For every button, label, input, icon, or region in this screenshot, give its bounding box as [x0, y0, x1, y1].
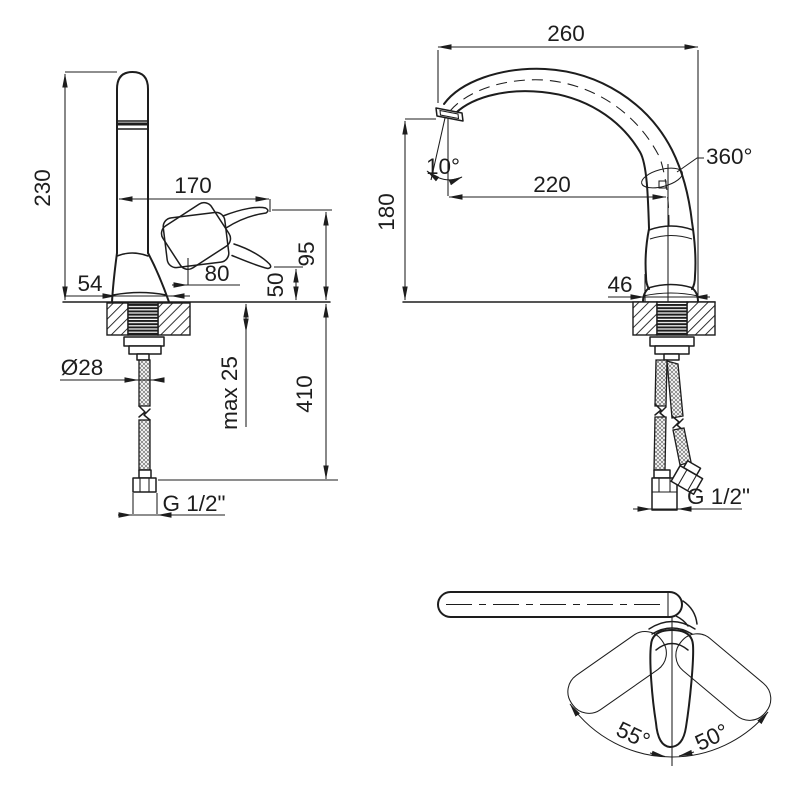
front-view: 230 170 80 54 95 50 Ø28 max 25 410 G 1/2… [30, 71, 338, 518]
dim-55deg: 55° [612, 717, 653, 754]
dim-230: 230 [30, 169, 55, 207]
hose-vertical-upper [654, 359, 668, 407]
body-collar-arc-2 [649, 234, 693, 240]
hose-angled-end [670, 459, 704, 496]
dim-95: 95 [294, 241, 319, 266]
dim-180: 180 [374, 193, 399, 231]
hose-angled-upper [666, 360, 684, 419]
hose-angled-nut [670, 464, 704, 496]
dim-54: 54 [77, 271, 102, 296]
swing-arrow-center-left [649, 750, 666, 758]
dim-46: 46 [607, 272, 632, 297]
spout-tube-top [437, 591, 683, 618]
handle-hub-up [160, 201, 232, 271]
dim-260: 260 [547, 21, 585, 46]
spout-aerator [439, 109, 460, 120]
hose-lower [138, 419, 151, 471]
hose-angled-nut-facets [677, 469, 698, 492]
dim-220: 220 [533, 172, 571, 197]
dim-80: 80 [204, 261, 229, 286]
ext-lines-260 [437, 50, 699, 302]
leader-360 [676, 157, 704, 173]
spout-inner-curve [451, 90, 650, 229]
washer-1-side [649, 336, 695, 347]
dim-g12-side: G 1/2" [687, 484, 750, 509]
hose-break [138, 405, 151, 421]
deck-hatch-right-side [686, 301, 716, 336]
dim-410: 410 [292, 375, 317, 413]
washer-2 [128, 345, 162, 355]
spout-column [116, 71, 149, 254]
handle-ghost-right [675, 633, 772, 721]
deck-hatch-right [157, 302, 191, 336]
handle-hub-down [162, 211, 230, 269]
hose-upper [138, 359, 151, 407]
handle-lever-up [222, 206, 269, 229]
dim-10deg: 10° [426, 154, 460, 179]
body-joint-curve [116, 252, 149, 257]
washer-1 [123, 336, 165, 347]
hose-vertical-break [654, 403, 667, 419]
body-collar-arc [648, 225, 694, 231]
hose-vertical-collar [653, 469, 671, 479]
body-right-edge [147, 252, 170, 303]
washer-2-side [654, 345, 690, 355]
swing-arc-right [671, 711, 769, 758]
dim-50deg: 50° [691, 719, 732, 756]
body-base-curve [112, 291, 167, 296]
swivel-point-marker [658, 180, 667, 189]
swing-arrow-center-right [678, 749, 695, 757]
dim-line-46 [608, 274, 710, 302]
hose-vertical-nut [651, 477, 678, 511]
skirt-base-arc [642, 292, 699, 297]
hose-vertical-nut-facets [652, 478, 677, 493]
deck-hatch-left-side [632, 301, 658, 336]
dim-d28: Ø28 [61, 355, 104, 380]
handle-lever-down [231, 243, 272, 270]
washer-3 [136, 353, 150, 361]
swivel-callout-ellipse [641, 167, 683, 189]
dim-g12-front: G 1/2" [162, 491, 225, 516]
dim-max25: max 25 [217, 356, 242, 430]
top-view: 55° 50° [437, 591, 772, 766]
angle-arc-10deg [426, 170, 463, 186]
spout-outer-curve [443, 67, 694, 230]
body-right [691, 228, 697, 290]
body-skirt-arc [647, 283, 694, 289]
shank-thread [127, 302, 159, 336]
dim-360deg: 360° [706, 144, 753, 169]
side-view: 260 10° 220 180 360° 46 G 1/2" [374, 21, 753, 512]
hose-angled-lower [672, 427, 692, 466]
hose-nut [132, 477, 157, 493]
dim-170: 170 [174, 173, 212, 198]
hose-collar [138, 469, 152, 479]
hose-vertical-lower [653, 416, 667, 471]
hose-nut-facets [139, 478, 150, 492]
shank-thread-side [656, 301, 688, 336]
spout-centerline [449, 79, 670, 227]
dim-50: 50 [263, 272, 288, 297]
body-left [644, 228, 650, 290]
handle-ghost-left [567, 631, 667, 714]
washer-3-side [663, 353, 680, 361]
deck-hatch-left [106, 302, 129, 336]
